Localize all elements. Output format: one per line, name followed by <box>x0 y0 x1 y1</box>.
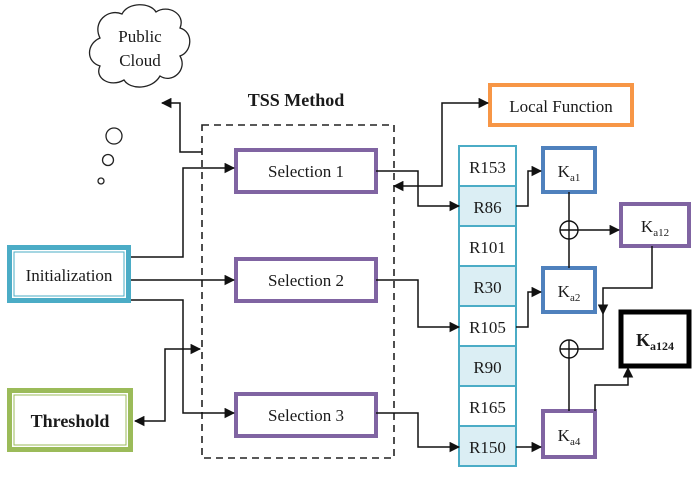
key-ka2-label: Ka2 <box>558 282 581 304</box>
tss-method-title: TSS Method <box>248 90 345 110</box>
thought-bubble-large <box>105 127 123 145</box>
local-function-box[interactable]: Local Function <box>488 83 634 127</box>
arrow-init-to-selection1 <box>131 162 236 258</box>
line-to-xor-bottom <box>578 314 604 350</box>
thought-bubble-small <box>97 177 105 185</box>
key-ka1-label: Ka1 <box>558 162 581 184</box>
arrow-ka4-to-ka124 <box>594 366 634 411</box>
register-label: R86 <box>473 198 501 217</box>
initialization-box[interactable]: Initialization <box>7 245 131 303</box>
key-ka4-label: Ka4 <box>558 426 581 448</box>
selection-1-label: Selection 1 <box>268 162 344 181</box>
key-ka12-label: Ka12 <box>641 217 669 239</box>
initialization-label: Initialization <box>26 266 113 285</box>
key-ka4-box[interactable]: Ka4 <box>541 409 597 459</box>
arrow-threshold-tss <box>133 343 202 427</box>
arrow-selection3-to-r150 <box>376 412 461 453</box>
xor-icon-top <box>559 220 579 240</box>
cloud-label-line2: Cloud <box>119 51 161 70</box>
register-cell[interactable]: R153 <box>458 145 517 187</box>
key-ka124-box[interactable]: Ka124 <box>618 309 692 369</box>
register-label: R153 <box>469 158 506 177</box>
selection-1-box[interactable]: Selection 1 <box>234 148 378 194</box>
arrow-ka12-down <box>597 246 653 316</box>
register-label: R101 <box>469 238 506 257</box>
local-function-label: Local Function <box>509 97 613 116</box>
register-cell[interactable]: R150 <box>458 425 517 467</box>
key-ka12-box[interactable]: Ka12 <box>619 202 691 248</box>
connectors <box>131 97 653 453</box>
selection-3-label: Selection 3 <box>268 406 344 425</box>
arrow-init-to-selection3 <box>131 299 236 419</box>
register-cell[interactable]: R30 <box>458 265 517 307</box>
register-label: R90 <box>473 358 501 377</box>
thought-bubble-medium <box>101 153 115 167</box>
arrow-tss-to-cloud <box>160 97 202 153</box>
key-ka1-box[interactable]: Ka1 <box>541 146 597 194</box>
register-cell[interactable]: R86 <box>458 185 517 227</box>
threshold-box[interactable]: Threshold <box>7 388 133 452</box>
arrow-r86-to-ka1 <box>516 165 543 207</box>
arrow-tss-local-function <box>392 97 490 192</box>
register-cell[interactable]: R105 <box>458 305 517 347</box>
cloud-shape <box>88 4 191 88</box>
register-cell[interactable]: R90 <box>458 345 517 387</box>
key-ka2-box[interactable]: Ka2 <box>541 266 597 314</box>
arrow-selection2-to-r105 <box>376 279 461 333</box>
register-cell[interactable]: R165 <box>458 385 517 427</box>
register-label: R165 <box>469 398 506 417</box>
tss-method-container <box>201 124 395 459</box>
xor-icon-bottom <box>559 339 579 359</box>
register-label: R30 <box>473 278 501 297</box>
selection-2-label: Selection 2 <box>268 271 344 290</box>
register-cell[interactable]: R101 <box>458 225 517 267</box>
cloud-label-line1: Public <box>118 27 162 46</box>
arrow-r105-to-ka2 <box>516 286 543 328</box>
arrow-selection1-to-r86 <box>376 170 461 212</box>
selection-3-box[interactable]: Selection 3 <box>234 392 378 438</box>
register-label: R105 <box>469 318 506 337</box>
selection-2-box[interactable]: Selection 2 <box>234 257 378 303</box>
register-label: R150 <box>469 438 506 457</box>
public-cloud: Public Cloud <box>88 4 191 185</box>
key-ka124-label: Ka124 <box>636 330 674 353</box>
threshold-label: Threshold <box>31 411 110 431</box>
